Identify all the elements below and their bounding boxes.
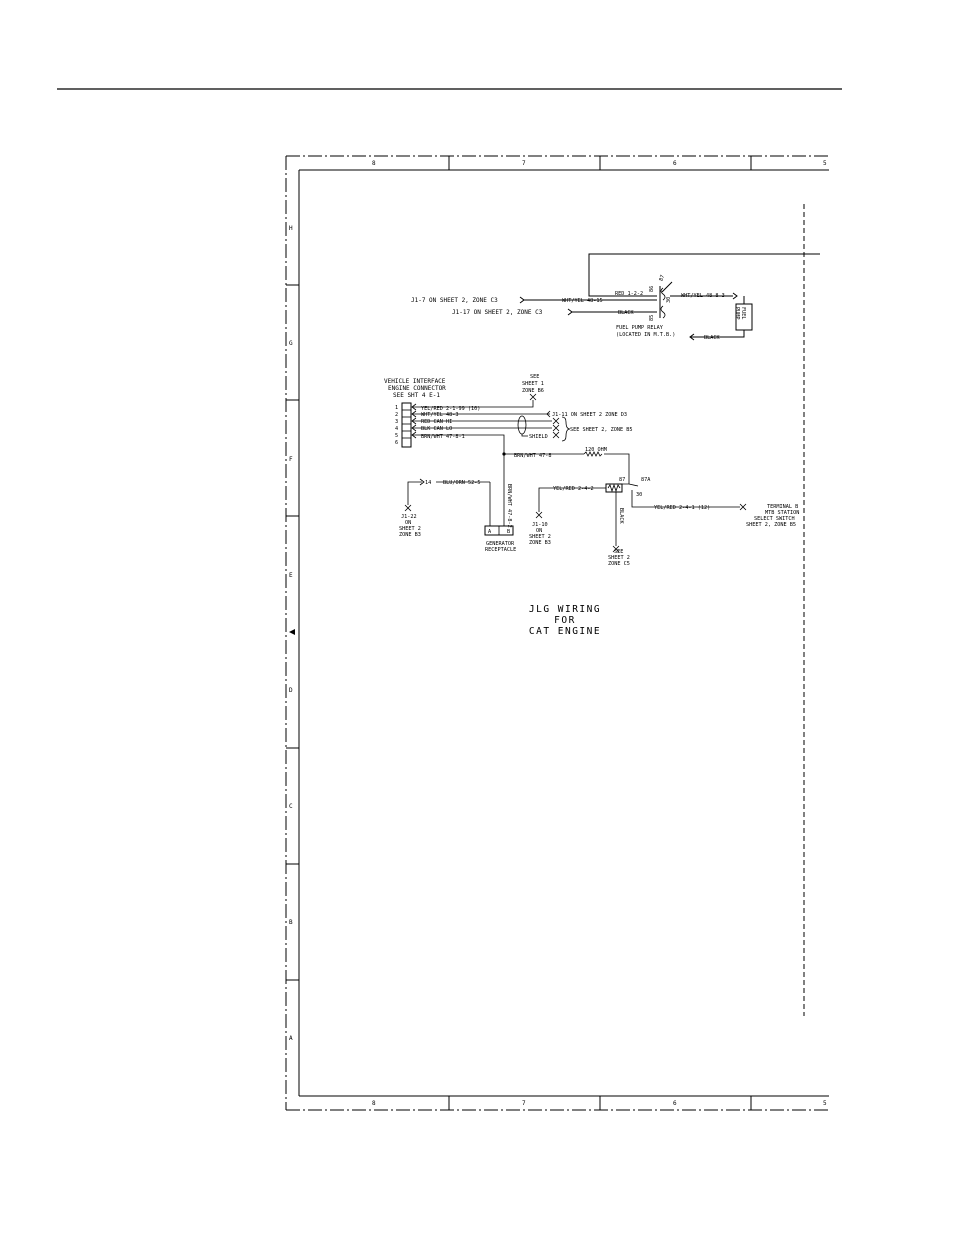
row-label: D: [289, 687, 293, 694]
wire-label-brn-wht-47-8: BRN/WHT 47-8: [514, 453, 551, 459]
terminal-line2: MTB STATION: [765, 510, 799, 516]
connector-ref-j1-7: J1-7 ON SHEET 2, ZONE C3: [411, 297, 498, 304]
terminal-line4: SHEET 2, ZONE B5: [746, 522, 796, 528]
j1-10-line1: J1-10: [532, 522, 548, 528]
connector-pin-number: 5: [395, 433, 398, 439]
fuel-pump-label-line2: PUMP: [734, 307, 740, 320]
row-label: G: [289, 340, 293, 347]
column-label: 8: [372, 160, 376, 167]
see-sheet2-c5-line2: SHEET 2: [608, 555, 630, 561]
connector-pin-number: 4: [395, 426, 398, 432]
column-label: 6: [673, 160, 677, 167]
connector-pin-number: 6: [395, 440, 398, 446]
see-sheet2-c5-line3: ZONE C5: [608, 561, 630, 567]
wire-label-wht-yel-48-8-3: WHT/YEL 48-8-3: [681, 293, 725, 299]
receptacle-label-line2: RECEPTACLE: [485, 547, 516, 553]
inner-frame: [298, 169, 829, 1097]
see-sheet-1-line2: SHEET 1: [522, 381, 544, 387]
j1-22-line1: J1-22: [401, 514, 417, 520]
engine-connector-block: [401, 402, 412, 448]
connector-title-line2: ENGINE CONNECTOR: [388, 385, 446, 392]
connector-title-line1: VEHICLE INTERFACE: [384, 378, 446, 385]
j1-10-line4: ZONE B3: [529, 540, 551, 546]
j1-22-line2: ON: [405, 520, 411, 526]
relay-pin-86: 86: [649, 286, 655, 292]
column-zone-ticks: [448, 156, 752, 1110]
relay-2-pin-87a: 87A: [641, 477, 651, 483]
terminal-line1: TERMINAL B: [767, 504, 798, 510]
row-label: B: [289, 919, 293, 926]
connector-pin-number: 1: [395, 405, 398, 411]
connector-pin-number: 2: [395, 412, 398, 418]
wire-label-black-vertical: BLACK: [618, 508, 624, 524]
receptacle-label-line1: GENERATOR: [486, 541, 515, 547]
row-label: C: [289, 803, 293, 810]
diagram-title: JLG WIRING FOR CAT ENGINE: [529, 604, 601, 637]
row-label: A: [289, 1035, 293, 1042]
resistor-label: 120 OHM: [585, 447, 607, 453]
wire-label-blu-orn: BLU/ORN 52-5: [443, 480, 480, 486]
column-label: 6: [673, 1100, 677, 1107]
relay-2: 87 87A 30: [605, 477, 651, 498]
wire-label-yel-red-2-4-2: YEL/RED 2-4-2: [553, 486, 594, 492]
wire-label-pin3: RED CAN HI: [421, 419, 452, 425]
row-label: F: [289, 456, 293, 463]
row-labels: H G F E D C B A: [289, 225, 293, 1042]
column-label: 8: [372, 1100, 376, 1107]
connector-ref-j1-17: J1-17 ON SHEET 2, ZONE C3: [452, 309, 543, 316]
relay-pin-30: 30: [666, 297, 672, 303]
row-label: E: [289, 572, 293, 579]
wire-label-pin2: WHT/YEL 48-3: [421, 412, 458, 418]
fuel-pump-relay: 87 86 30 85: [649, 274, 673, 321]
column-label: 5: [823, 1100, 827, 1107]
title-line2: FOR: [554, 615, 576, 626]
relay-2-pin-87: 87: [619, 477, 625, 483]
terminal-line3: SELECT SWITCH: [754, 516, 795, 522]
wire-label-brn-wht-47-8-2: BRN/WHT 47-8-2: [506, 484, 512, 528]
connector-title-line3: SEE SHT 4 E-1: [393, 392, 440, 399]
shield-label: SHIELD: [529, 434, 548, 440]
relay-label-line2: (LOCATED IN M.T.B.): [616, 332, 675, 338]
j1-10-line3: SHEET 2: [529, 534, 551, 540]
column-label: 7: [522, 1100, 526, 1107]
wire-label-yel-red-2-4-1: YEL/RED 2-4-1 (12): [654, 505, 710, 511]
column-labels-top: 8 7 6 5: [372, 160, 827, 167]
connector-ref-j1-11: J1-11 ON SHEET 2 ZONE D3: [552, 412, 627, 418]
relay-pin-87: 87: [658, 274, 666, 282]
row-zone-ticks: [286, 284, 299, 981]
wire-label-pin5: BRN/WHT 47-8-1: [421, 434, 465, 440]
j1-10-line2: ON: [536, 528, 542, 534]
connector-pin-number: 3: [395, 419, 398, 425]
relay-pin-85: 85: [649, 315, 655, 321]
column-labels-bottom: 8 7 6 5: [372, 1100, 827, 1107]
title-line1: JLG WIRING: [529, 604, 601, 615]
fuel-pump-label-line1: FUEL: [740, 307, 746, 320]
j1-22-line4: ZONE B3: [399, 532, 421, 538]
see-sheet-2-zone-b5: SEE SHEET 2, ZONE B5: [570, 427, 632, 433]
wire-label-wht-yel-48-15: WHT/YEL 48-15: [562, 298, 603, 304]
see-sheet-1-line3: ZONE B6: [522, 388, 544, 394]
see-sheet2-c5-line1: SEE: [614, 549, 623, 555]
blu-orn-number: 14: [425, 480, 431, 486]
column-label: 7: [522, 160, 526, 167]
engine-connector-section: VEHICLE INTERFACE ENGINE CONNECTOR SEE S…: [384, 374, 632, 454]
wire-label-black: BLACK: [618, 310, 634, 316]
column-label: 5: [823, 160, 827, 167]
wire-label-pin4: BLK CAN LO: [421, 426, 452, 432]
lower-wiring-section: BRN/WHT 47-8 120 OHM 14 BLU/ORN 52-5 J1-…: [399, 447, 799, 567]
j1-22-line3: SHEET 2: [399, 526, 421, 532]
wire-label-red: RED 1-2-2: [615, 291, 643, 297]
wire-label-black-ground: BLACK: [704, 335, 720, 341]
receptacle-pin-a: A: [488, 529, 492, 535]
row-label: H: [289, 225, 293, 232]
wire-label-pin1: YEL/RED 2-1-99 (10): [421, 406, 480, 412]
receptacle-pin-b: B: [507, 529, 510, 535]
relay-label-line1: FUEL PUMP RELAY: [616, 325, 664, 331]
outer-frame: [285, 155, 829, 1111]
see-sheet-1-line1: SEE: [530, 374, 539, 380]
fuel-pump-section: RED 1-2-2 J1-7 ON SHEET 2, ZONE C3 WHT/Y…: [411, 253, 820, 341]
title-line3: CAT ENGINE: [529, 626, 601, 637]
relay-2-pin-30: 30: [636, 492, 642, 498]
